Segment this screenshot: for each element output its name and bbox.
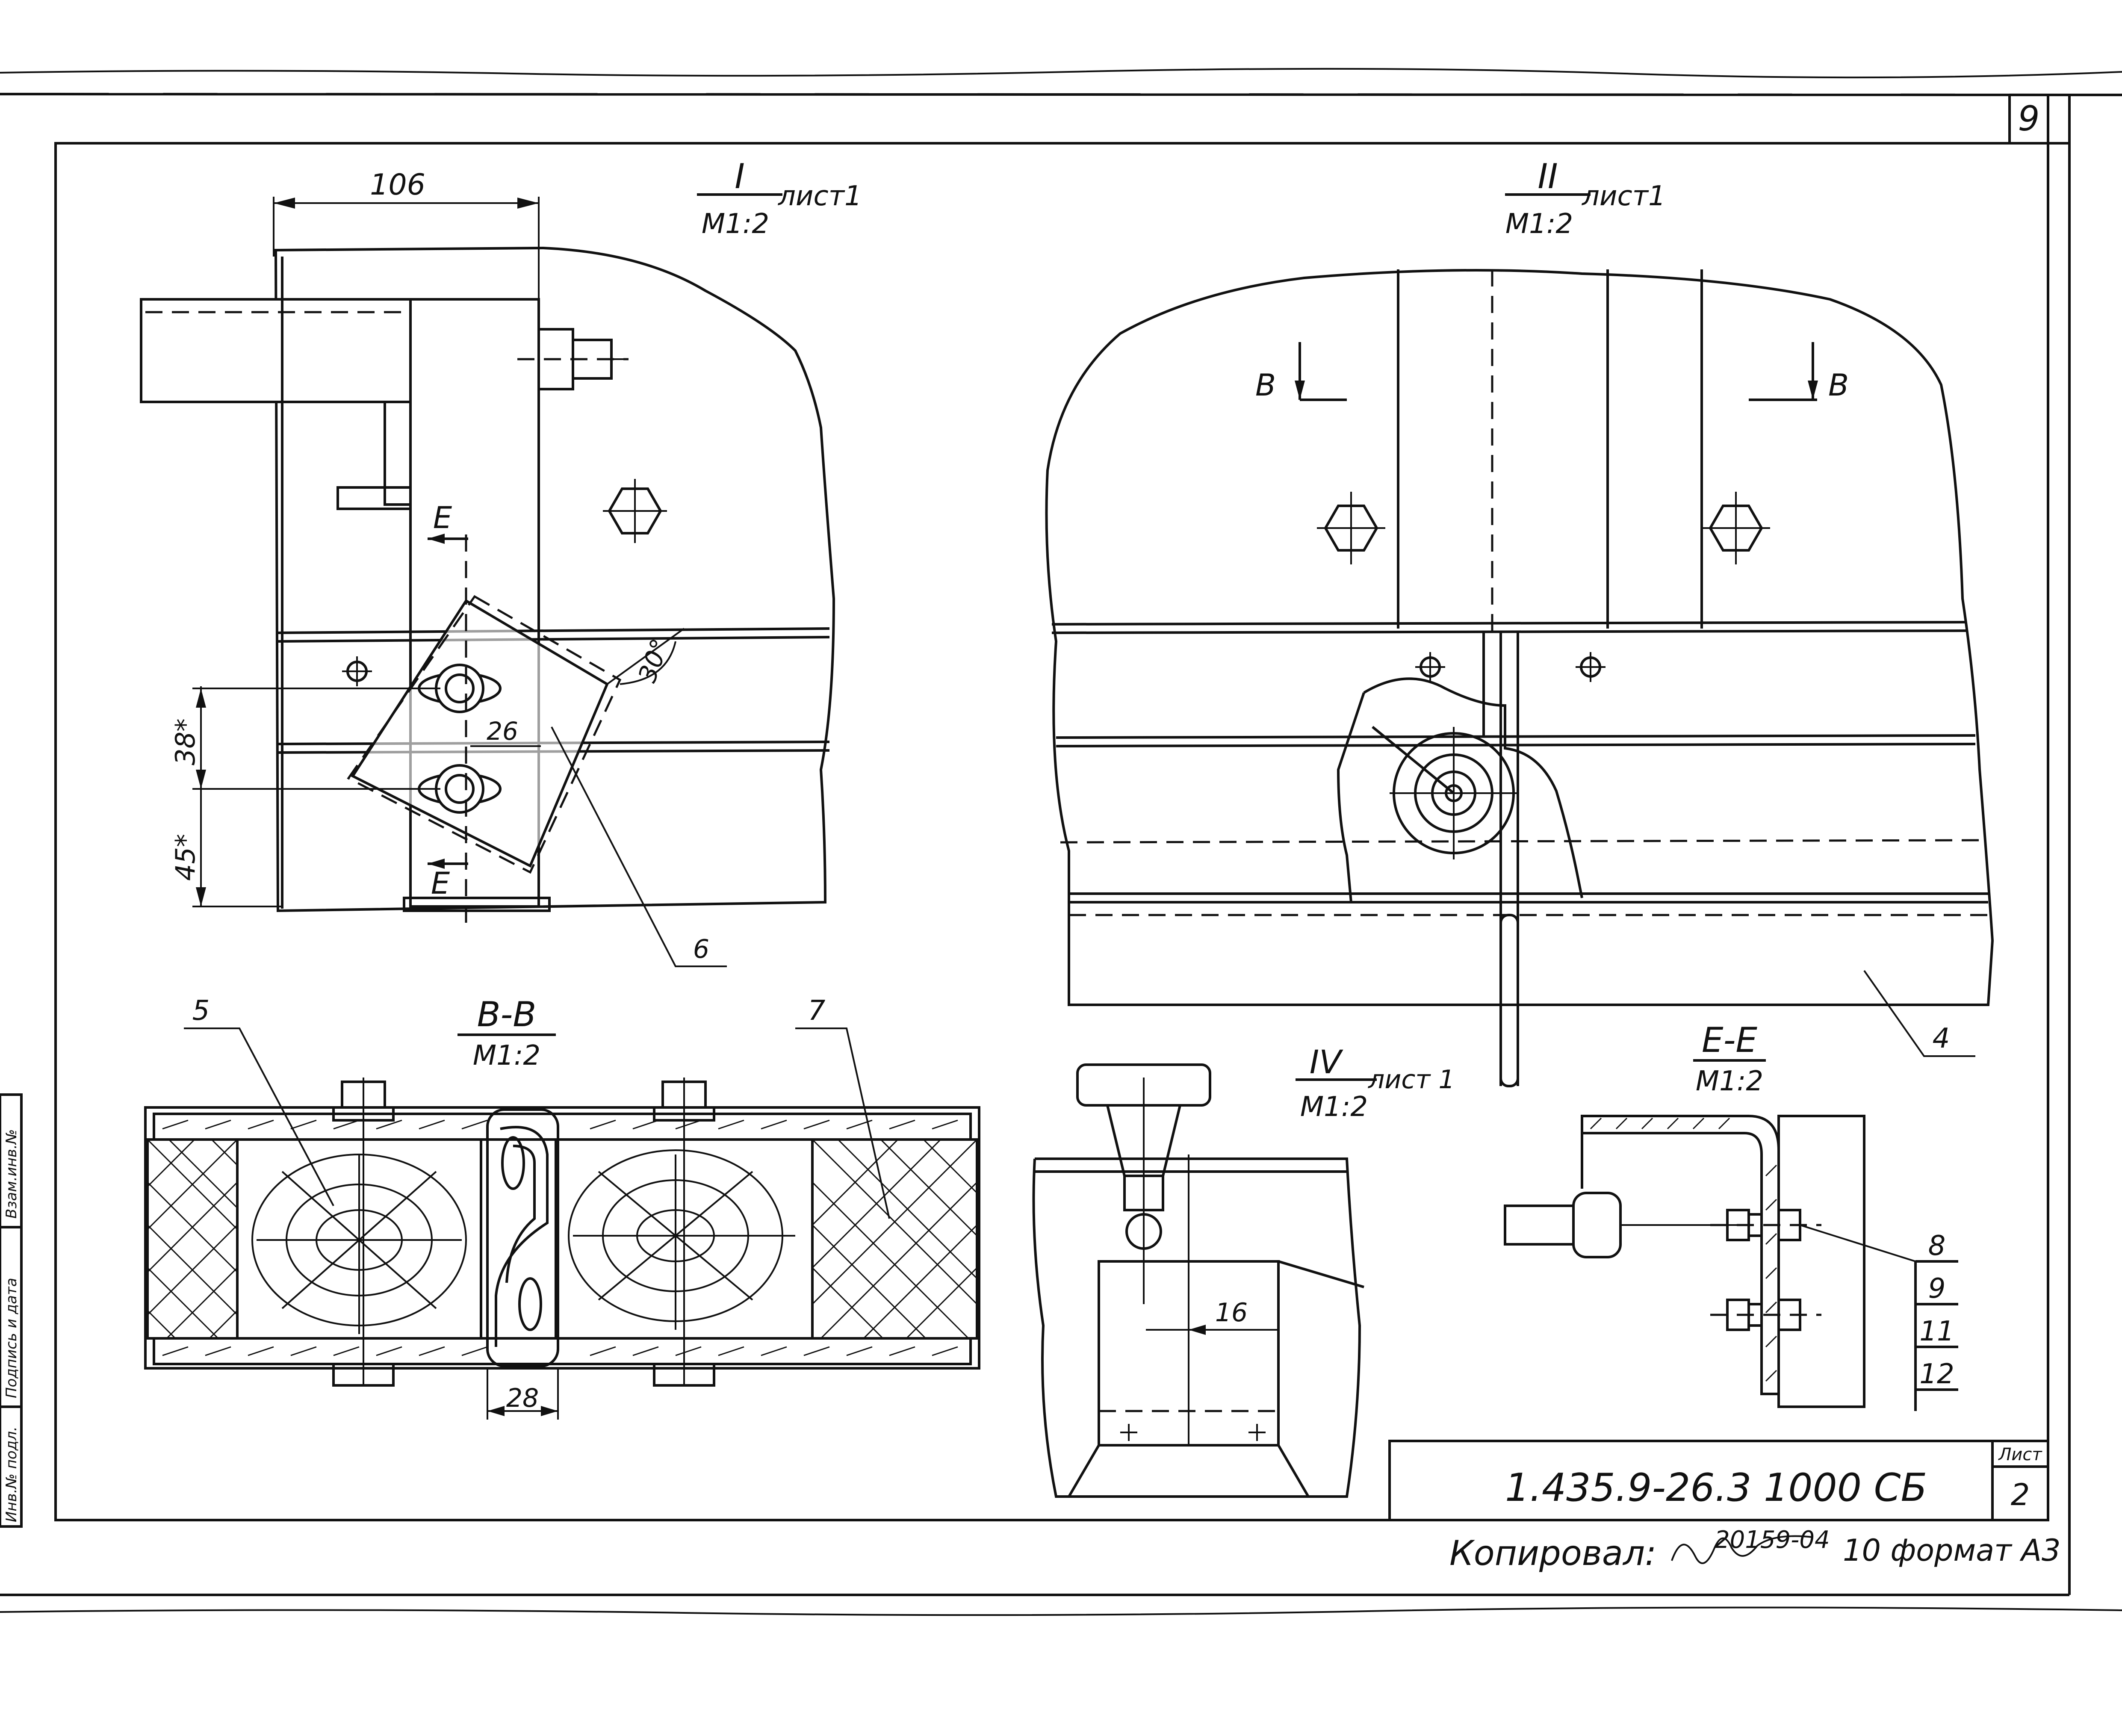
callout-12: 12 — [1919, 1358, 1954, 1390]
view-IV-numeral: IV — [1310, 1043, 1343, 1081]
dim-28: 28 — [506, 1383, 539, 1413]
callout-5: 5 — [192, 995, 210, 1027]
view-II-drawing — [1045, 193, 1994, 1087]
callout-11: 11 — [1919, 1316, 1954, 1347]
cut-mark-B-right: В — [1828, 368, 1849, 403]
view-IV-scale: М1:2 — [1300, 1091, 1368, 1123]
dim-106: 106 — [370, 168, 425, 202]
cut-mark-B-left: В — [1255, 368, 1276, 403]
dim-26: 26 — [487, 717, 518, 746]
copier-signature — [1671, 1535, 1813, 1564]
page-number: 9 — [2018, 99, 2040, 139]
callout-8: 8 — [1928, 1230, 1946, 1262]
stamp-inv-no: Инв.№ подл. — [3, 1426, 20, 1522]
sheet-frame — [0, 68, 2122, 1616]
view-I-sheet-ref: лист1 — [777, 180, 862, 212]
designation: 1.435.9-26.3 1000 СБ — [1505, 1465, 1927, 1510]
section-EE-scale: М1:2 — [1696, 1066, 1763, 1097]
view-I-drawing — [140, 193, 835, 967]
copied-by: Копировал: — [1449, 1533, 1656, 1573]
stamp-signature-date: Подпись и дата — [3, 1278, 20, 1398]
view-IV-sheet-ref: лист 1 — [1368, 1065, 1455, 1095]
dim-45: 45* — [170, 834, 201, 881]
view-I-scale: М1:2 — [702, 208, 769, 240]
section-BB-drawing — [144, 1027, 980, 1420]
section-BB-scale: М1:2 — [473, 1040, 540, 1072]
side-stamp: Инв.№ подл. Подпись и дата Взам.инв.№ — [0, 1093, 23, 1528]
view-II-numeral: II — [1538, 156, 1558, 196]
format-label: 10 формат А3 — [1843, 1533, 2061, 1568]
section-EE-title: Е-Е — [1702, 1020, 1757, 1060]
section-BB-title: В-В — [477, 995, 537, 1034]
sheet-label: Лист — [1998, 1445, 2042, 1464]
cut-mark-E-top: Е — [433, 500, 452, 535]
order-number: 20159-04 — [1715, 1526, 1830, 1554]
view-II-sheet-ref: лист1 — [1581, 180, 1666, 212]
dim-16: 16 — [1215, 1298, 1248, 1328]
title-block — [1388, 1440, 2049, 1521]
view-I-numeral: I — [735, 156, 745, 196]
view-II-scale: М1:2 — [1505, 208, 1573, 240]
callout-4: 4 — [1933, 1023, 1950, 1054]
dim-38: 38* — [170, 718, 201, 765]
cut-mark-E-bottom: Е — [431, 866, 450, 901]
stamp-replace-inv: Взам.инв.№ — [3, 1129, 20, 1219]
view-IV-drawing — [1032, 1063, 1377, 1498]
callout-9: 9 — [1928, 1273, 1946, 1305]
callout-7: 6 — [693, 934, 709, 964]
sheet-number: 2 — [2011, 1477, 2030, 1512]
callout-6: 7 — [808, 995, 826, 1027]
dim-30deg: 30° — [632, 635, 675, 686]
section-EE-drawing — [1504, 1059, 1958, 1411]
